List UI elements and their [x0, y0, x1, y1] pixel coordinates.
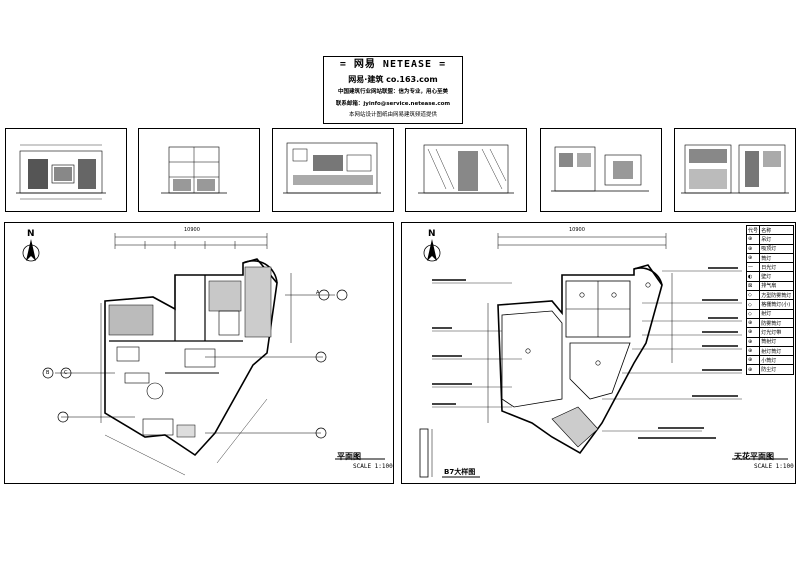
legend-symbol: ⊕ [745, 234, 761, 245]
legend-header-name: 名称 [759, 224, 794, 236]
ceiling-plan-overall-dimension: 10900 [569, 227, 585, 233]
legend-row: ◇射灯 [745, 308, 794, 319]
section-marker-icon [42, 367, 54, 379]
legend-row: ⊕筒射灯 [745, 336, 794, 347]
legend-label: 日光灯 [759, 262, 794, 273]
legend-header-code: 代号 [745, 224, 761, 236]
elevation-sheet-3 [272, 128, 394, 212]
legend-symbol: ⊕ [745, 364, 761, 375]
elevation-drawing-6 [681, 144, 789, 194]
legend-row: ⊕小筒灯 [745, 355, 794, 366]
legend-symbol: — [745, 262, 761, 273]
legend-row: ⊕防雾筒灯 [745, 317, 794, 329]
legend-symbol: ⊠ [745, 280, 761, 292]
elevation-drawing-4 [418, 144, 514, 194]
section-marker-icon [315, 427, 327, 439]
section-marker-b: B [46, 370, 50, 376]
legend-symbol: ⊕ [745, 317, 761, 329]
lighting-legend: 代号 名称 ⊕吊灯 ⊕吸顶灯 ⊕筒灯 —日光灯 ◐壁灯 ⊠排气扇 ◇方型防雾筒灯… [745, 224, 794, 375]
legend-row: ⊕吸顶灯 [745, 243, 794, 254]
title-block-subheading: 网易·建筑 co.163.com [348, 75, 438, 84]
legend-row: ⊕射灯筒灯 [745, 345, 794, 357]
legend-symbol: ◇ [745, 299, 761, 310]
title-block-email: 联系邮箱：jyinfo@service.netease.com [335, 101, 451, 107]
legend-symbol: ◇ [745, 308, 761, 319]
ceiling-plan-scale: SCALE 1:100 [754, 463, 794, 470]
north-arrow-icon [423, 239, 441, 262]
legend-row: ⊠排气扇 [745, 280, 794, 292]
section-marker-icon [60, 367, 72, 379]
elevation-drawing-2 [161, 146, 227, 194]
north-arrow-icon [22, 239, 40, 262]
elevation-sheet-5 [540, 128, 662, 212]
legend-label: 小筒灯 [759, 355, 794, 366]
section-marker-icon [315, 351, 327, 363]
legend-label: 壁灯 [759, 271, 794, 282]
floor-plan-title: 平面图 [337, 452, 361, 461]
legend-row: ◐壁灯 [745, 271, 794, 282]
legend-row: —日光灯 [745, 262, 794, 273]
elevation-sheet-2 [138, 128, 260, 212]
elevation-sheet-6 [674, 128, 796, 212]
elevation-drawing-3 [283, 142, 381, 194]
legend-symbol: ⊕ [745, 252, 761, 264]
title-block: = 网易 NETEASE = 网易·建筑 co.163.com 中国建筑行业网站… [323, 56, 463, 124]
section-marker-icon [336, 289, 348, 301]
north-label-right: N [428, 229, 436, 239]
section-marker-icon [57, 411, 69, 423]
elevation-sheet-4 [405, 128, 527, 212]
legend-row: ⊕吊灯 [745, 234, 794, 245]
floor-plan-sheet: 10900 N 平面图 SCALE 1:100 A B C [4, 222, 394, 484]
legend-header-row: 代号 名称 [745, 224, 794, 236]
legend-symbol: ◐ [745, 271, 761, 282]
detail-title: B7大样图 [444, 468, 476, 476]
legend-label: 吊灯 [759, 234, 794, 245]
legend-symbol: ⊕ [745, 327, 761, 338]
legend-label: 灯光灯带 [759, 327, 794, 338]
legend-row: ⊕筒灯 [745, 252, 794, 264]
legend-label: 吸顶灯 [759, 243, 794, 254]
legend-symbol: ◇ [745, 290, 761, 301]
section-marker-icon [318, 289, 330, 301]
section-marker-a: A [316, 290, 320, 296]
legend-symbol: ⊕ [745, 355, 761, 366]
elevation-drawing-1 [16, 144, 106, 200]
title-block-heading: = 网易 NETEASE = [339, 59, 447, 70]
elevation-drawing-5 [551, 146, 649, 192]
floor-plan-drawing [22, 233, 385, 476]
legend-label: 排气扇 [759, 280, 794, 292]
legend-label: 防雾筒灯 [759, 317, 794, 329]
title-block-slogan: 中国建筑行业网站联盟：信为专业，用心至美 [337, 89, 448, 95]
legend-symbol: ⊕ [745, 336, 761, 347]
ceiling-plan-sheet: 10900 N B7大样图 天花平面图 SCALE 1:100 代号 名称 ⊕吊… [401, 222, 796, 484]
legend-row: ◇方型防雾筒灯 [745, 290, 794, 301]
legend-label: 筒射灯 [759, 336, 794, 347]
legend-label: 格栅筒灯(小) [759, 299, 794, 310]
title-block-note: 本网站设计图纸由网易建筑频道提供 [348, 112, 437, 118]
elevation-sheet-1 [5, 128, 127, 212]
north-label-left: N [27, 229, 35, 239]
floor-plan-scale: SCALE 1:100 [353, 463, 393, 470]
legend-row: ⊕灯光灯带 [745, 327, 794, 338]
legend-row: ◇格栅筒灯(小) [745, 299, 794, 310]
legend-symbol: ⊕ [745, 243, 761, 254]
floor-plan-overall-dimension: 10900 [184, 227, 200, 233]
legend-label: 射灯筒灯 [759, 345, 794, 357]
legend-label: 射灯 [759, 308, 794, 319]
ceiling-plan-drawing [419, 233, 788, 478]
section-marker-c: C [64, 370, 68, 376]
ceiling-plan-title: 天花平面图 [734, 452, 774, 461]
legend-row: ⊕防尘灯 [745, 364, 794, 375]
legend-label: 筒灯 [759, 252, 794, 264]
legend-symbol: ⊕ [745, 345, 761, 357]
legend-label: 方型防雾筒灯 [759, 290, 794, 301]
legend-label: 防尘灯 [759, 364, 794, 375]
